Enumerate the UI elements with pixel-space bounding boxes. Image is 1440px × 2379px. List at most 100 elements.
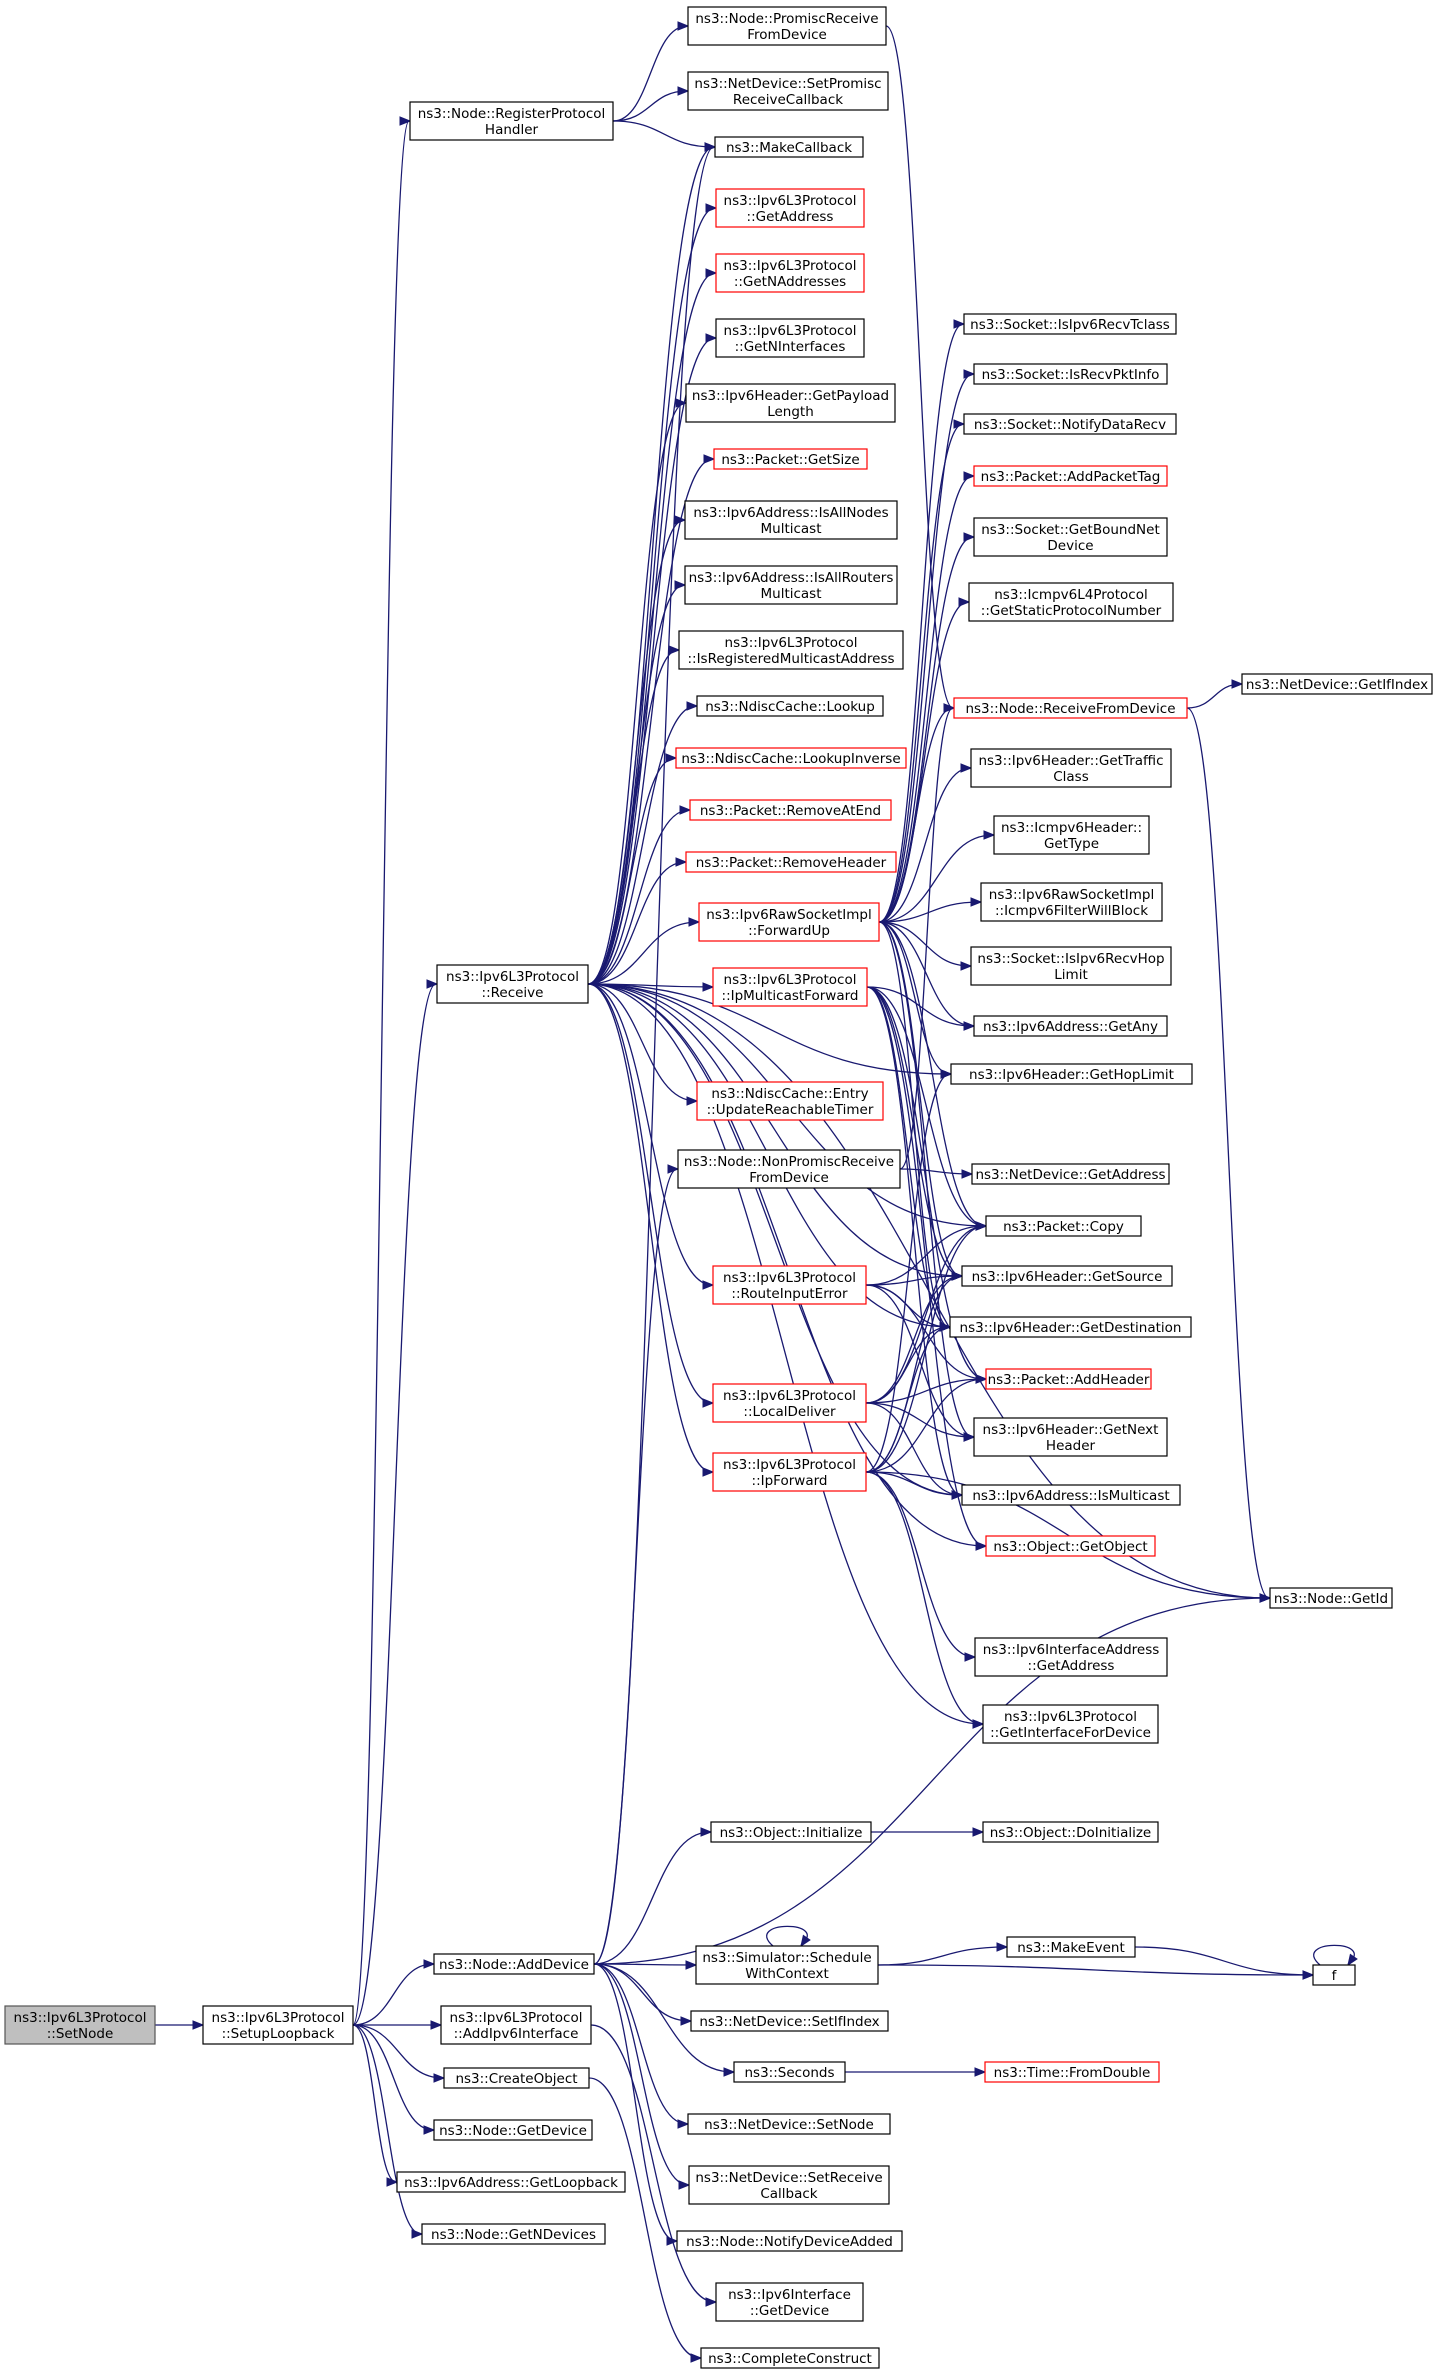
node-getaddress-label-0: ns3::Ipv6L3Protocol: [724, 193, 857, 209]
node-setup[interactable]: ns3::Ipv6L3Protocol::SetupLoopback: [202, 2005, 354, 2045]
edge-adddev-to-getid: [593, 1597, 1270, 1965]
node-getnaddr[interactable]: ns3::Ipv6L3Protocol::GetNAddresses: [715, 253, 865, 293]
node-getany[interactable]: ns3::Ipv6Address::GetAny: [973, 1015, 1168, 1037]
node-makecb[interactable]: ns3::MakeCallback: [714, 136, 864, 158]
node-receive[interactable]: ns3::Ipv6L3Protocol::Receive: [436, 964, 589, 1004]
node-rinerr[interactable]: ns3::Ipv6L3Protocol::RouteInputError: [712, 1265, 867, 1305]
edge-fwdup-to-recvtclass-arrowhead: [953, 319, 966, 329]
edge-ipfwd-to-getdest: [865, 1326, 950, 1473]
node-getaddress[interactable]: ns3::Ipv6L3Protocol::GetAddress: [715, 188, 865, 228]
node-setnode[interactable]: ns3::NetDevice::SetNode: [687, 2113, 891, 2135]
node-getany-label-0: ns3::Ipv6Address::GetAny: [983, 1019, 1158, 1035]
node-setifidx[interactable]: ns3::NetDevice::SetIfIndex: [690, 2010, 889, 2032]
node-ifforndev[interactable]: ns3::Ipv6L3Protocol::GetInterfaceForDevi…: [982, 1704, 1159, 1744]
node-ifgetdev[interactable]: ns3::Ipv6Interface::GetDevice: [715, 2282, 864, 2322]
node-recvpktinfo[interactable]: ns3::Socket::IsRecvPktInfo: [973, 363, 1168, 385]
node-schedctx-label-0: ns3::Simulator::Schedule: [702, 1950, 871, 1966]
node-icmptype[interactable]: ns3::Icmpv6Header::GetType: [993, 815, 1150, 855]
node-staticproto-label-0: ns3::Icmpv6L4Protocol: [994, 587, 1148, 603]
node-notifydata[interactable]: ns3::Socket::NotifyDataRecv: [963, 413, 1177, 435]
node-rmend[interactable]: ns3::Packet::RemoveAtEnd: [689, 799, 892, 821]
node-doinit[interactable]: ns3::Object::DoInitialize: [982, 1821, 1159, 1843]
node-localdeliver[interactable]: ns3::Ipv6L3Protocol::LocalDeliver: [712, 1383, 867, 1423]
node-createobj[interactable]: ns3::CreateObject: [443, 2067, 590, 2089]
node-ifaddr[interactable]: ns3::Ipv6InterfaceAddress::GetAddress: [974, 1637, 1168, 1677]
node-staticproto-label-1: ::GetStaticProtocolNumber: [981, 603, 1162, 619]
node-regproto-label-1: Handler: [485, 122, 539, 138]
node-staticproto[interactable]: ns3::Icmpv6L4Protocol::GetStaticProtocol…: [968, 582, 1174, 622]
node-rmhdr[interactable]: ns3::Packet::RemoveHeader: [685, 851, 897, 873]
node-getloop[interactable]: ns3::Ipv6Address::GetLoopback: [396, 2171, 626, 2193]
node-addheader[interactable]: ns3::Packet::AddHeader: [985, 1368, 1152, 1390]
node-nexthdr-box: [973, 1417, 1168, 1457]
node-getsource[interactable]: ns3::Ipv6Header::GetSource: [961, 1265, 1173, 1287]
node-fwdup[interactable]: ns3::Ipv6RawSocketImpl::ForwardUp: [698, 902, 880, 942]
node-makeevent-box: [1006, 1936, 1136, 1958]
edge-fwdup-to-icmptype-arrowhead: [983, 830, 996, 840]
node-hoplimit[interactable]: ns3::Ipv6Header::GetHopLimit: [950, 1063, 1193, 1085]
edge-receive-to-lookupinv: [587, 757, 676, 985]
node-ismcast[interactable]: ns3::Ipv6Address::IsMulticast: [961, 1484, 1181, 1506]
node-promiscrecv-label-0: ns3::Node::PromiscReceive: [695, 11, 878, 27]
node-root[interactable]: ns3::Ipv6L3Protocol::SetNode: [4, 2005, 156, 2045]
edge-addif-to-ifgetdev-arrowhead: [705, 2297, 718, 2307]
node-addif[interactable]: ns3::Ipv6L3Protocol::AddIpv6Interface: [440, 2005, 592, 2045]
node-getobject[interactable]: ns3::Object::GetObject: [985, 1535, 1156, 1557]
node-getid[interactable]: ns3::Node::GetId: [1269, 1587, 1393, 1609]
node-addpkttag[interactable]: ns3::Packet::AddPacketTag: [973, 465, 1168, 487]
node-getifindex[interactable]: ns3::NetDevice::GetIfIndex: [1241, 673, 1433, 695]
node-objinit[interactable]: ns3::Object::Initialize: [710, 1821, 872, 1843]
node-regmcast[interactable]: ns3::Ipv6L3Protocol::IsRegisteredMultica…: [678, 630, 904, 670]
node-seconds[interactable]: ns3::Seconds: [733, 2061, 846, 2083]
node-mcastfwd[interactable]: ns3::Ipv6L3Protocol::IpMulticastForward: [712, 967, 868, 1007]
node-complete[interactable]: ns3::CompleteConstruct: [700, 2347, 880, 2369]
node-filterblock[interactable]: ns3::Ipv6RawSocketImpl::Icmpv6FilterWill…: [980, 882, 1163, 922]
node-lookupinv[interactable]: ns3::NdiscCache::LookupInverse: [675, 747, 907, 769]
node-devgetaddr[interactable]: ns3::NetDevice::GetAddress: [971, 1163, 1170, 1185]
node-nexthdr-label-0: ns3::Ipv6Header::GetNext: [983, 1422, 1159, 1438]
edge-receive-to-allnodes: [587, 519, 685, 985]
node-adddev[interactable]: ns3::Node::AddDevice: [433, 1953, 595, 1975]
node-reachable[interactable]: ns3::NdiscCache::Entry::UpdateReachableT…: [696, 1081, 884, 1121]
node-setpromisc[interactable]: ns3::NetDevice::SetPromiscReceiveCallbac…: [687, 71, 889, 111]
node-setifidx-box: [690, 2010, 889, 2032]
node-notifyadd[interactable]: ns3::Node::NotifyDeviceAdded: [676, 2230, 903, 2252]
node-copy[interactable]: ns3::Packet::Copy: [985, 1215, 1142, 1237]
node-f[interactable]: f: [1312, 1964, 1356, 1986]
node-recvfromdev[interactable]: ns3::Node::ReceiveFromDevice: [953, 697, 1188, 719]
node-allnodes-label-1: Multicast: [760, 521, 821, 537]
node-lookup[interactable]: ns3::NdiscCache::Lookup: [696, 695, 884, 717]
edge-ipfwd-to-addheader-arrowhead: [975, 1374, 988, 1384]
node-ipfwd[interactable]: ns3::Ipv6L3Protocol::IpForward: [712, 1452, 867, 1492]
node-getndev[interactable]: ns3::Node::GetNDevices: [421, 2223, 606, 2245]
node-setup-box: [202, 2005, 354, 2045]
node-mcastfwd-label-1: ::IpMulticastForward: [722, 988, 859, 1004]
node-recvtclass[interactable]: ns3::Socket::IsIpv6RecvTclass: [963, 313, 1177, 335]
node-fromdouble[interactable]: ns3::Time::FromDouble: [984, 2061, 1160, 2083]
node-setrecvcb-box: [688, 2165, 890, 2205]
node-getnif[interactable]: ns3::Ipv6L3Protocol::GetNInterfaces: [715, 318, 865, 358]
node-allnodes-box: [684, 500, 898, 540]
edge-objinit-to-doinit-arrowhead: [972, 1827, 985, 1837]
node-promiscrecv-label-1: FromDevice: [747, 27, 827, 43]
node-nodegetdev[interactable]: ns3::Node::GetDevice: [433, 2119, 593, 2141]
node-regproto-label-0: ns3::Node::RegisterProtocol: [418, 106, 606, 122]
node-pktsize[interactable]: ns3::Packet::GetSize: [713, 448, 868, 470]
node-ifgetdev-label-0: ns3::Ipv6Interface: [728, 2287, 851, 2303]
node-makeevent[interactable]: ns3::MakeEvent: [1006, 1936, 1136, 1958]
node-setrecvcb-label-1: Callback: [760, 2186, 817, 2202]
edge-fwdup-to-hoplimit: [878, 921, 951, 1075]
node-getdest[interactable]: ns3::Ipv6Header::GetDestination: [949, 1316, 1192, 1338]
